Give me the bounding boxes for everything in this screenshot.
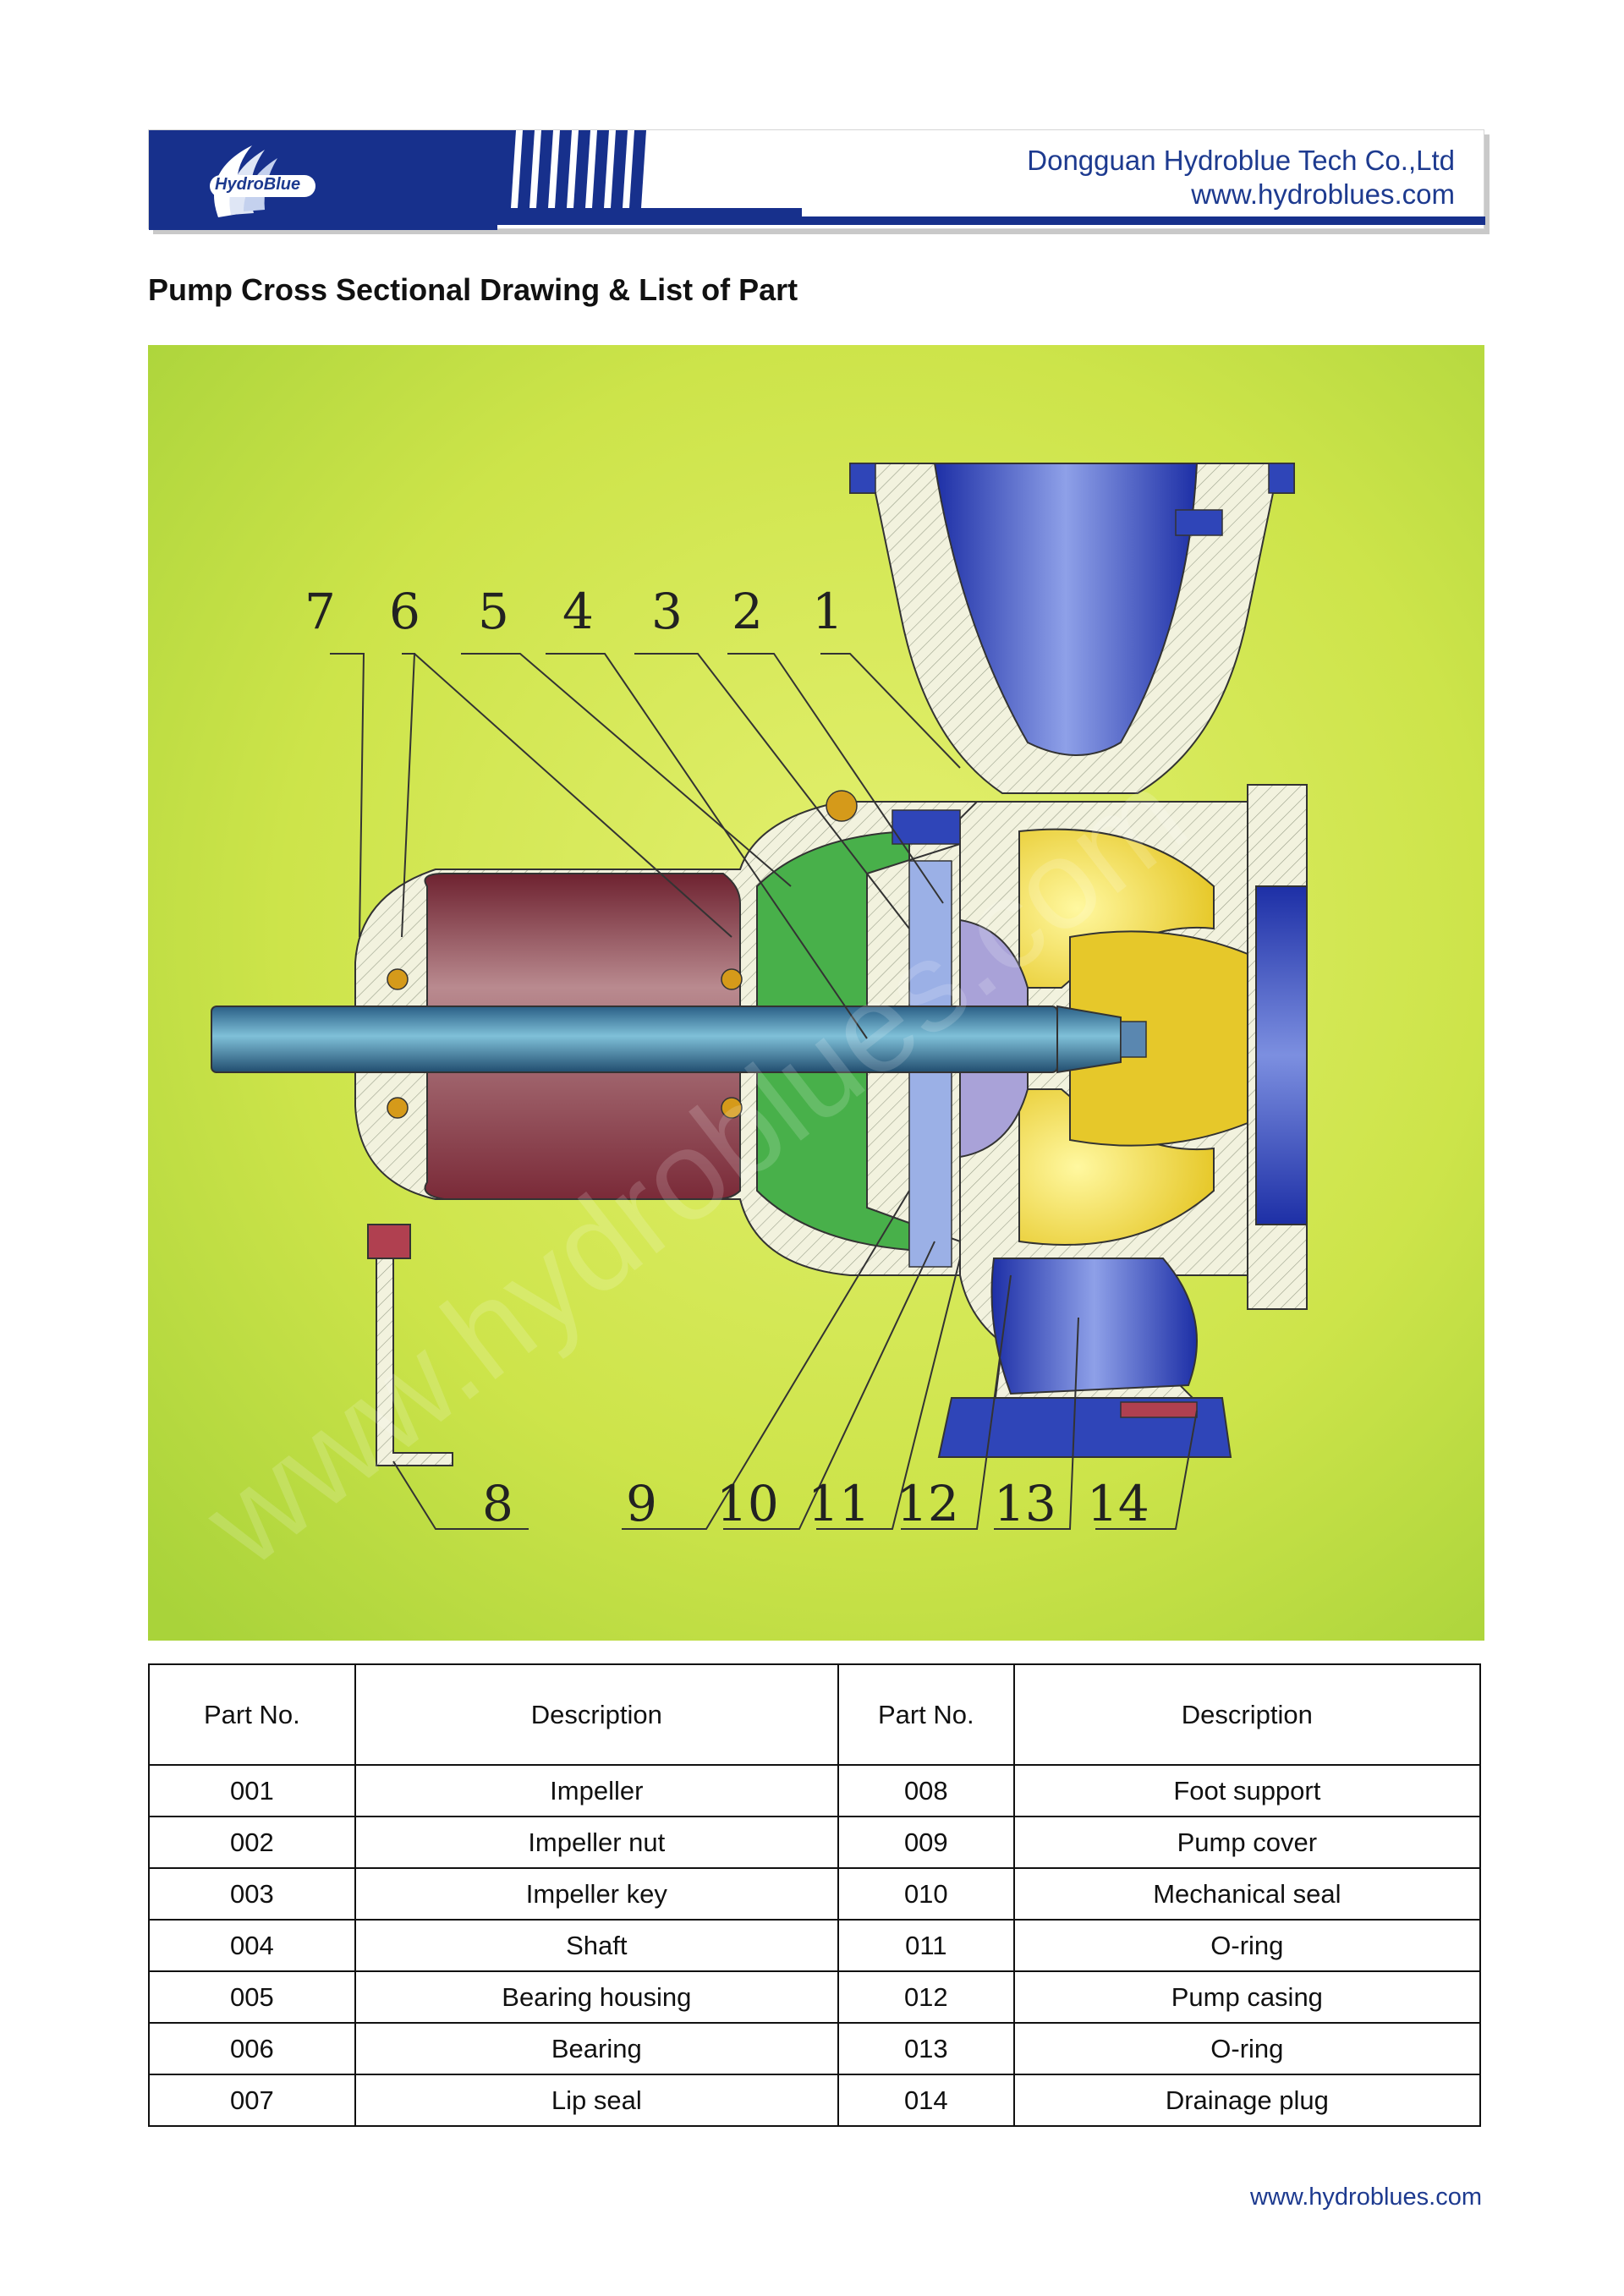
banner-body: HydroBlue Dongguan Hydroblue Tech Co.,Lt… — [148, 129, 1485, 230]
table-row: 005 Bearing housing 012 Pump casing — [148, 1970, 1482, 2024]
part-description: Pump casing — [1012, 1970, 1482, 2024]
callout-3: 3 — [651, 583, 683, 640]
part-description: Foot support — [1012, 1764, 1482, 1817]
part-description: Impeller key — [354, 1867, 839, 1921]
part-no: 014 — [837, 2074, 1015, 2127]
header-description-right: Description — [1012, 1663, 1482, 1766]
part-description: O-ring — [1012, 1919, 1482, 1972]
hydroblue-logo-icon — [210, 145, 315, 217]
table-row: 001 Impeller 008 Foot support — [148, 1764, 1482, 1817]
company-info: Dongguan Hydroblue Tech Co.,Ltd www.hydr… — [1027, 144, 1455, 211]
callout-7: 7 — [304, 583, 336, 640]
callout-11: 11 — [808, 1475, 870, 1532]
part-description: Drainage plug — [1012, 2074, 1482, 2127]
callout-5: 5 — [478, 583, 509, 640]
part-no: 002 — [148, 1816, 356, 1869]
parts-list-table: Part No. Description Part No. Descriptio… — [148, 1663, 1482, 2127]
callout-14: 14 — [1087, 1475, 1149, 1532]
part-no: 011 — [837, 1919, 1015, 1972]
part-description: Mechanical seal — [1012, 1867, 1482, 1921]
part-description: Impeller nut — [354, 1816, 839, 1869]
callout-4: 4 — [562, 583, 594, 640]
company-website[interactable]: www.hydroblues.com — [1191, 178, 1455, 210]
callout-13: 13 — [994, 1475, 1056, 1532]
table-row: 007 Lip seal 014 Drainage plug — [148, 2074, 1482, 2127]
table-row: 002 Impeller nut 009 Pump cover — [148, 1816, 1482, 1869]
part-description: Pump cover — [1012, 1816, 1482, 1869]
banner-blue-block: HydroBlue — [149, 130, 497, 230]
part-no: 007 — [148, 2074, 356, 2127]
callout-1: 1 — [812, 583, 843, 640]
footer-website[interactable]: www.hydroblues.com — [1250, 2184, 1482, 2211]
header-part-no-right: Part No. — [837, 1663, 1015, 1766]
table-row: 006 Bearing 013 O-ring — [148, 2022, 1482, 2075]
part-description: Bearing — [354, 2022, 839, 2075]
header-banner: HydroBlue Dongguan Hydroblue Tech Co.,Lt… — [148, 129, 1490, 234]
part-no: 013 — [837, 2022, 1015, 2075]
part-no: 008 — [837, 1764, 1015, 1817]
part-description: Shaft — [354, 1919, 839, 1972]
part-description: Bearing housing — [354, 1970, 839, 2024]
part-no: 009 — [837, 1816, 1015, 1869]
part-description: O-ring — [1012, 2022, 1482, 2075]
banner-stripes — [497, 130, 802, 216]
part-no: 010 — [837, 1867, 1015, 1921]
callout-6: 6 — [389, 583, 420, 640]
part-no: 001 — [148, 1764, 356, 1817]
header-part-no-left: Part No. — [148, 1663, 356, 1766]
callout-12: 12 — [897, 1475, 959, 1532]
pump-cross-section-drawing: 7 6 5 4 3 2 1 8 9 10 11 12 13 14 www.hyd… — [148, 345, 1484, 1641]
header-description-left: Description — [354, 1663, 839, 1766]
part-no: 005 — [148, 1970, 356, 2024]
part-description: Impeller — [354, 1764, 839, 1817]
table-row: 003 Impeller key 010 Mechanical seal — [148, 1867, 1482, 1921]
banner-underline — [497, 216, 1485, 225]
callout-8: 8 — [482, 1475, 513, 1532]
callout-9: 9 — [626, 1475, 657, 1532]
part-no: 004 — [148, 1919, 356, 1972]
callout-10: 10 — [716, 1475, 779, 1532]
logo-text: HydroBlue — [215, 175, 301, 194]
part-no: 003 — [148, 1867, 356, 1921]
company-name: Dongguan Hydroblue Tech Co.,Ltd — [1027, 145, 1455, 176]
part-no: 006 — [148, 2022, 356, 2075]
part-no: 012 — [837, 1970, 1015, 2024]
part-description: Lip seal — [354, 2074, 839, 2127]
table-row: 004 Shaft 011 O-ring — [148, 1919, 1482, 1972]
table-header-row: Part No. Description Part No. Descriptio… — [148, 1663, 1482, 1766]
page-title: Pump Cross Sectional Drawing & List of P… — [148, 272, 798, 307]
callout-2: 2 — [732, 583, 763, 640]
